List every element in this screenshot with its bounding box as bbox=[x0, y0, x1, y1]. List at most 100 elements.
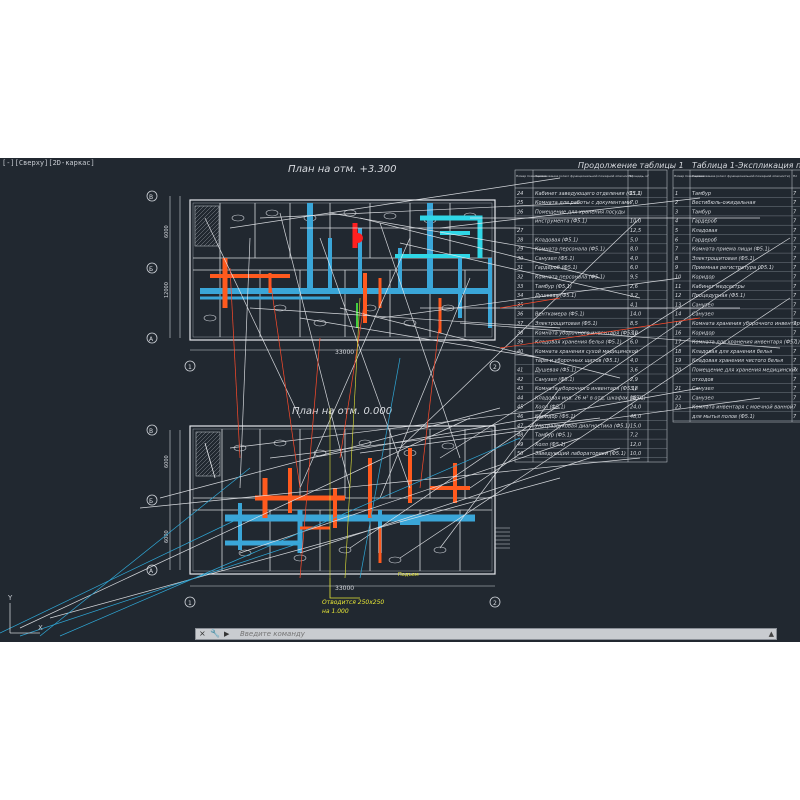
table1-cell: 25 bbox=[517, 200, 523, 206]
table2-cell: 7 bbox=[793, 395, 797, 401]
table2-cell: 13 bbox=[675, 302, 681, 308]
table1-cell: 44 bbox=[517, 395, 523, 401]
table1-cell: тары и уборочных щитов (Ф5.1) bbox=[535, 358, 619, 364]
axis-row-upper-b: Б bbox=[149, 266, 153, 273]
table1-cell: 4,1 bbox=[630, 302, 638, 308]
table1-cell: 3,8 bbox=[630, 386, 638, 392]
table2-cell: Вестибюль-ожидальная bbox=[692, 200, 755, 206]
table2-cell: Гардероб bbox=[692, 219, 717, 225]
axis-row-lower-a: А bbox=[149, 568, 154, 575]
table2-cell: 1 bbox=[675, 191, 678, 197]
scroll-arrow-icon[interactable]: ▲ bbox=[768, 630, 774, 638]
table2-cell: Санузел bbox=[692, 386, 715, 392]
table1-cell: 3,0 bbox=[630, 330, 638, 336]
table2-cell: Кладовая для хранения белья bbox=[692, 349, 772, 355]
table2-cell: 7 bbox=[793, 368, 797, 374]
table2-cell: 7 bbox=[675, 247, 679, 253]
svg-text:X: X bbox=[38, 624, 43, 632]
table2-cell: Санузел bbox=[692, 302, 715, 308]
room-table-1[interactable]: Продолжение таблицы 1 Номер поме-щения Н… bbox=[514, 161, 684, 463]
ducts-upper bbox=[200, 203, 492, 333]
table1-header-area: Площадь, м² bbox=[629, 174, 650, 178]
table1-cell: 7,0 bbox=[630, 200, 638, 206]
table1-cell: 6,0 bbox=[630, 340, 638, 346]
table1-cell: 6,0 bbox=[630, 265, 638, 271]
table2-cell: 12 bbox=[675, 293, 681, 299]
viewport-controls-label[interactable]: [-][Сверху][2D-каркас] bbox=[2, 159, 95, 167]
table2-cell: 3 bbox=[675, 209, 678, 215]
table1-cell: 33 bbox=[517, 284, 523, 290]
axis-col-upper-1: 1 bbox=[188, 364, 192, 371]
table1-cell: 8,5 bbox=[630, 321, 638, 327]
table1-cell: Холл (Ф5.1) bbox=[534, 405, 566, 411]
leader-lines-cyan bbox=[0, 357, 521, 637]
table1-cell: 31 bbox=[517, 265, 523, 271]
table2-title: Таблица 1-Экспликация помещени bbox=[692, 161, 800, 170]
table1-cell: Кладовая инв. 26 м² в отд. шкафах (Ф5.1) bbox=[535, 395, 646, 401]
table2-header-area: Пл bbox=[793, 174, 797, 178]
table2-cell: 7 bbox=[793, 219, 797, 225]
table1-cell: 5,0 bbox=[630, 237, 638, 243]
table1-cell: Заведующий лабораторией (Ф5.1) bbox=[535, 451, 626, 457]
table1-cell: 4,0 bbox=[630, 358, 638, 364]
table2-cell: Комната для хранения инвентаря (Ф5.1) bbox=[692, 340, 800, 346]
wrench-icon[interactable]: 🔧 bbox=[210, 629, 220, 638]
plan-lower-title: План на отм. 0.000 bbox=[292, 406, 392, 417]
axis-row-upper-v: В bbox=[149, 194, 153, 201]
table1-cell: 49 bbox=[517, 442, 523, 448]
table2-cell: Кабинет медсестры bbox=[692, 284, 745, 290]
axis-col-upper-2: 2 bbox=[493, 364, 497, 371]
annotation-note2: на 1.000 bbox=[322, 608, 349, 615]
table1-cell: Кладовая хранения белья (Ф5.1) bbox=[535, 340, 622, 346]
table2-header-name: Наименование (класс функциональной пожар… bbox=[692, 174, 790, 178]
table1-cell: Кабинет заведующего отделения (Ф5.1) bbox=[535, 191, 642, 197]
table1-cell: 35 bbox=[517, 302, 523, 308]
table1-cell: 48,0 bbox=[630, 414, 641, 420]
table1-cell: Помещение для хранения посуды bbox=[535, 209, 625, 215]
table2-cell: 8 bbox=[675, 256, 678, 262]
table2-cell: Комната инвентаря с моечной ванной bbox=[692, 405, 794, 411]
table1-cell: 36 bbox=[517, 312, 523, 318]
table1-cell: Душевая (Ф5.1) bbox=[534, 368, 576, 374]
table1-cell: 10,0 bbox=[630, 451, 641, 457]
table1-cell: 46 bbox=[517, 414, 523, 420]
table1-cell: 3,6 bbox=[630, 368, 638, 374]
svg-text:6000: 6000 bbox=[164, 455, 170, 468]
table1-cell: 26 bbox=[517, 209, 523, 215]
annotation-riser-up: Подъем bbox=[398, 572, 419, 578]
table1-cell: Тамбур (Ф5.1) bbox=[535, 284, 572, 290]
plan-lower-bottom-dim: 33000 bbox=[335, 585, 354, 592]
drawing-viewport[interactable]: План на отм. +3.300 В Б А 6000 12000 bbox=[0, 158, 800, 642]
table1-header-name: Наименование (класс функциональной пожар… bbox=[535, 174, 633, 178]
command-line[interactable]: × 🔧 ▶ ▲ bbox=[195, 628, 777, 640]
table2-cell: 7 bbox=[793, 256, 797, 262]
table1-cell: Комната уборочного инвентаря (Ф5.1) bbox=[535, 330, 637, 336]
table2-cell: Кладовая bbox=[692, 228, 717, 234]
table2-cell: для мытья полов (Ф5.1) bbox=[691, 414, 755, 420]
table1-cell: 37 bbox=[517, 321, 524, 327]
table2-cell: Кладовая хранения чистого белья bbox=[692, 358, 783, 364]
table2-cell: 7 bbox=[793, 349, 797, 355]
table2-cell: отходов bbox=[692, 377, 714, 383]
svg-text:12000: 12000 bbox=[164, 282, 170, 298]
table2-cell: 22 bbox=[675, 395, 681, 401]
annotation-note1: Отводится 250х250 bbox=[322, 599, 384, 606]
table2-cell: Коридор bbox=[692, 275, 715, 281]
table1-cell: Тамбур (Ф5.1) bbox=[535, 433, 572, 439]
table1-cell: 43 bbox=[517, 386, 523, 392]
table1-cell: Гардероб (Ф5.1) bbox=[535, 265, 578, 271]
leader-lines bbox=[19, 177, 791, 629]
cad-drawing[interactable]: План на отм. +3.300 В Б А 6000 12000 bbox=[0, 158, 800, 642]
axis-row-lower-v: В bbox=[149, 428, 153, 435]
table2-cell: Электрощитовая (Ф5.1) bbox=[691, 256, 755, 262]
room-table-2[interactable]: Таблица 1-Экспликация помещени Номер пом… bbox=[672, 161, 800, 423]
table1-cell: 30 bbox=[517, 256, 523, 262]
close-icon[interactable]: × bbox=[199, 629, 206, 638]
table2-cell: 7 bbox=[793, 302, 797, 308]
table2-cell: 23 bbox=[675, 405, 681, 411]
table2-cell: 7 bbox=[793, 321, 797, 327]
command-input[interactable] bbox=[240, 629, 740, 639]
table1-cell: 16,0 bbox=[630, 395, 641, 401]
table1-cell: 7,2 bbox=[630, 433, 638, 439]
